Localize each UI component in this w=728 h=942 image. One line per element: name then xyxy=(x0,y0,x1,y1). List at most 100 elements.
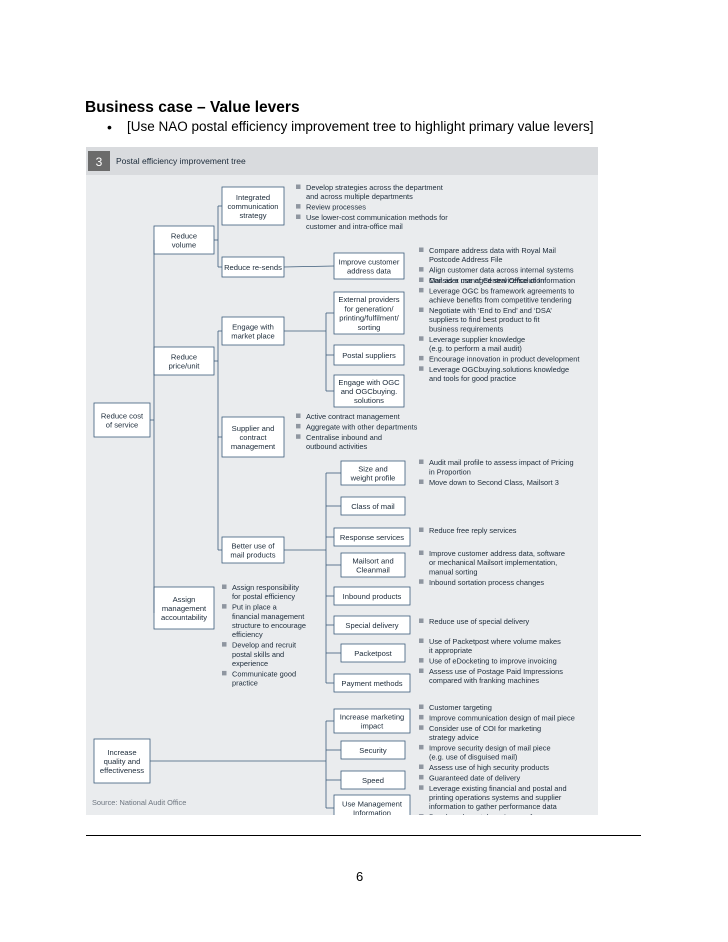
market-action-bullet xyxy=(419,287,424,293)
address-action-item: Align customer data across internal syst… xyxy=(429,266,574,275)
market-action-bullet xyxy=(419,277,424,282)
response-action-item: Reduce free reply services xyxy=(429,526,517,535)
node-better-mail-products xyxy=(221,536,285,564)
address-action-bullet xyxy=(419,267,424,272)
node-lever-14-label: Security xyxy=(359,746,387,755)
node-lever-8 xyxy=(340,552,406,578)
node-reduce-resends-label: Reduce re-sends xyxy=(224,263,282,272)
supplier-action-item: Aggregate with other departments xyxy=(306,422,418,431)
response-action-bullet xyxy=(419,527,424,532)
page-heading: Business case – Value levers xyxy=(85,99,300,116)
market-action-bullet xyxy=(419,336,424,341)
mailsort-action-bullet xyxy=(419,550,424,555)
quality-action-bullet xyxy=(419,764,424,769)
figure-title: Postal efficiency improvement tree xyxy=(116,156,246,166)
market-action-bullet xyxy=(419,307,424,312)
strategy-action-bullet xyxy=(296,214,301,219)
node-lever-12-label: Payment methods xyxy=(341,679,402,688)
node-supplier-contract xyxy=(221,416,285,458)
quality-action-bullet xyxy=(419,744,424,750)
accountability-action-bullet xyxy=(222,670,227,676)
strategy-action-item: Develop strategies across the department… xyxy=(306,183,443,201)
size-class-action-item: Audit mail profile to assess impact of P… xyxy=(429,458,574,476)
address-action-bullet xyxy=(419,247,424,252)
market-action-bullet xyxy=(419,355,424,361)
figure-header-band xyxy=(86,147,598,175)
quality-action-item: Leverage existing financial and postal a… xyxy=(429,784,567,811)
quality-action-bullet xyxy=(419,704,424,709)
node-lever-1 xyxy=(333,252,405,280)
accountability-action-bullet xyxy=(222,584,227,589)
supplier-action-bullet xyxy=(296,434,301,439)
quality-action-item: Customer targeting xyxy=(429,703,492,712)
quality-action-bullet xyxy=(419,814,424,815)
node-lever-11-label: Packetpost xyxy=(354,649,392,658)
supplier-action-bullet xyxy=(296,413,301,418)
quality-action-item: Assess use of high security products xyxy=(429,763,549,772)
size-class-action-item: Move down to Second Class, Mailsort 3 xyxy=(429,478,559,487)
node-lever-3-label: Postal suppliers xyxy=(342,351,396,360)
quality-action-item: Improve communication design of mail pie… xyxy=(429,713,575,722)
strategy-action-item: Use lower-cost communication methods for… xyxy=(306,213,448,231)
packet-payment-action-bullet xyxy=(419,638,424,643)
strategy-action-bullet xyxy=(296,184,301,189)
node-lever-9-label: Inbound products xyxy=(343,592,402,601)
quality-action-item: Benchmark postal services performance xyxy=(429,813,561,815)
special-delivery-action-item: Reduce use of special delivery xyxy=(429,617,530,626)
figure-number-box xyxy=(88,151,110,171)
market-action-item: Consider use of Central Office of Inform… xyxy=(429,276,575,285)
bullet-marker: • xyxy=(107,119,112,135)
page-number: 6 xyxy=(356,869,364,884)
node-lever-4 xyxy=(333,374,405,408)
accountability-action-bullet xyxy=(222,604,227,609)
node-lever-6-label: Class of mail xyxy=(351,502,395,511)
tree-connector xyxy=(283,265,335,268)
figure-source: Source: National Audit Office xyxy=(92,798,186,807)
mailsort-action-bullet xyxy=(419,579,424,584)
footer-rule xyxy=(86,835,641,836)
quality-action-bullet xyxy=(419,785,424,790)
mailsort-action-item: Inbound sortation process changes xyxy=(429,578,544,587)
node-lever-5 xyxy=(340,460,406,486)
supplier-action-bullet xyxy=(296,423,301,429)
size-class-action-bullet xyxy=(419,479,424,484)
packet-payment-action-item: Use of eDocketing to improve invoicing xyxy=(429,657,557,666)
node-lever-10-label: Special delivery xyxy=(345,621,398,630)
market-action-item: Negotiate with ‘End to End’ and ‘DSA’sup… xyxy=(429,306,552,333)
node-lever-7-label: Response services xyxy=(340,533,404,542)
packet-payment-action-bullet xyxy=(419,668,424,673)
node-reduce-volume xyxy=(153,225,215,255)
quality-action-bullet xyxy=(419,725,424,730)
node-lever-2 xyxy=(333,291,405,335)
supplier-action-item: Active contract management xyxy=(306,412,400,421)
